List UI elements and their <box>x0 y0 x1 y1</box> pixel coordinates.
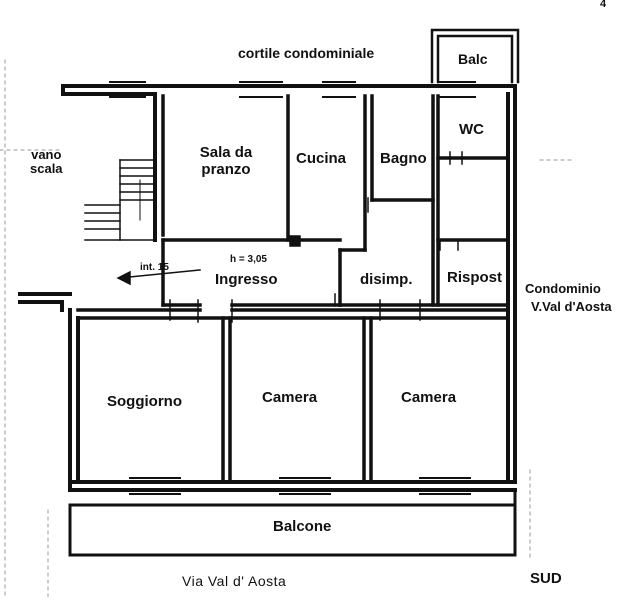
bottom-balcony <box>68 488 517 557</box>
stairwell <box>84 110 157 242</box>
top-balcony <box>430 28 520 84</box>
neighbor-label: Condominio V.Val d'Aosta <box>525 281 612 315</box>
bedroom-2-label: Camera <box>401 389 457 406</box>
neighbor-label-line1: Condominio <box>525 281 601 296</box>
stairwell-label: vano scala <box>30 147 63 177</box>
top-windows <box>109 81 476 98</box>
orientation-label: SUD <box>530 570 562 587</box>
page-number: 4 <box>600 0 607 10</box>
interior-note: int. 15 <box>140 262 169 273</box>
hallway-label: disimp. <box>360 271 413 288</box>
dining-room-label-line1: Sala da <box>199 144 253 161</box>
bedroom-1-label: Camera <box>262 389 318 406</box>
kitchen-label: Cucina <box>296 150 347 167</box>
stairwell-label-line1: vano <box>31 147 62 162</box>
neighbor-label-line2: V.Val d'Aosta <box>531 299 612 315</box>
entrance-label: Ingresso <box>215 271 278 288</box>
living-room-label: Soggiorno <box>107 393 182 410</box>
storage-label: Rispost <box>447 269 503 286</box>
dining-room-label-line2: pranzo <box>201 160 251 178</box>
construction-lines <box>0 59 576 598</box>
height-note: h = 3,05 <box>230 254 267 265</box>
courtyard-label: cortile condominiale <box>238 45 375 61</box>
balcony-top-label: Balc <box>458 51 488 67</box>
door-marks <box>169 151 463 323</box>
bottom-windows <box>129 477 471 495</box>
dining-room-label: Sala da pranzo <box>190 144 262 178</box>
street-label: Via Val d' Aosta <box>182 573 287 589</box>
stairwell-label-line2: scala <box>30 161 63 177</box>
entrance-arrow <box>116 269 201 286</box>
bathroom-label: Bagno <box>380 150 427 167</box>
balcony-bottom-label: Balcone <box>273 518 332 535</box>
wc-label: WC <box>459 121 484 138</box>
interior-walls <box>76 94 510 484</box>
